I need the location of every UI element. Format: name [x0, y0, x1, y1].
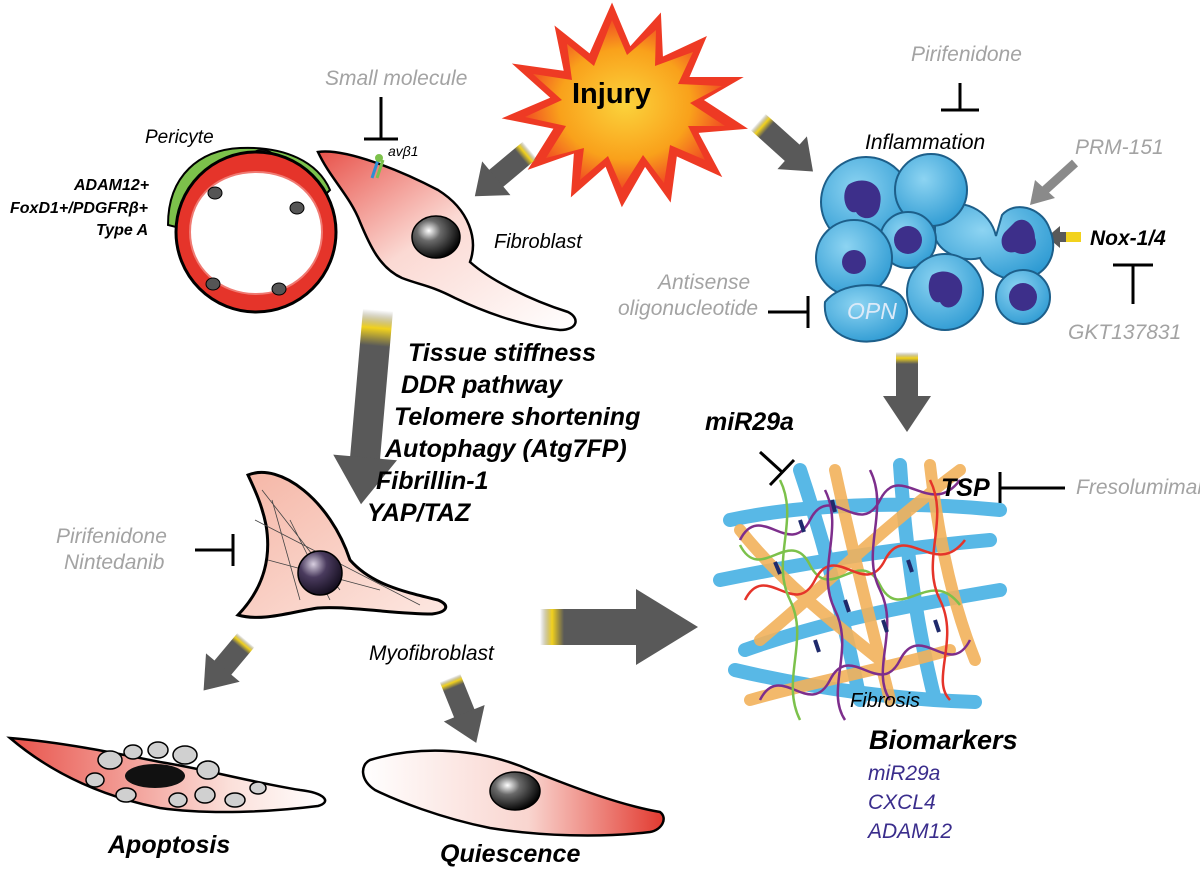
inhibitor-small-molecule	[364, 97, 398, 141]
fibroblast-cell	[316, 150, 577, 332]
mechanism-4: Autophagy (Atg7FP)	[385, 435, 627, 463]
arrow-inflammation-to-fibrosis	[883, 352, 931, 432]
myofibroblast-cell	[235, 471, 448, 619]
arrow-myofibroblast-to-apoptosis	[203, 632, 255, 691]
inhibitor-mir29a	[758, 450, 796, 487]
apoptotic-cell	[6, 736, 327, 814]
inhibitor-antisense	[768, 296, 810, 328]
myofibroblast-drug-2: Nintedanib	[64, 551, 165, 574]
inflammatory-cells	[815, 153, 1055, 343]
injury-label: Injury	[572, 78, 651, 110]
inhibitor-gkt	[1113, 263, 1153, 304]
mechanism-6: YAP/TAZ	[367, 499, 471, 527]
arrow-nox	[1047, 226, 1081, 248]
inhibitor-myofibroblast-drugs	[195, 534, 235, 566]
biomarkers-title: Biomarkers	[869, 725, 1018, 755]
fresolumimab-label: Fresolumimab	[1076, 476, 1200, 499]
arrow-myofibroblast-to-quiescence	[439, 673, 485, 743]
biomarker-item-3: ADAM12	[868, 820, 953, 843]
small-molecule-label: Small molecule	[325, 67, 468, 90]
arrow-injury-to-fibroblast	[474, 141, 538, 197]
mechanism-3: Telomere shortening	[394, 403, 641, 431]
mechanism-1: Tissue stiffness	[408, 339, 597, 367]
pericyte-marker-2: FoxD1+/PDGFRβ+	[10, 200, 148, 217]
injury-starburst	[501, 2, 748, 208]
fibrosis-label: Fibrosis	[850, 690, 921, 712]
myofibroblast-label: Myofibroblast	[369, 642, 494, 665]
arrow-fibroblast-to-myofibroblast	[333, 308, 397, 505]
mechanism-2: DDR pathway	[401, 371, 563, 399]
quiescent-cell	[361, 749, 665, 837]
pericyte-label: Pericyte	[145, 127, 214, 148]
pericyte-vessel	[166, 146, 338, 314]
arrow-injury-to-inflammation	[750, 113, 813, 172]
nox-label: Nox-1/4	[1090, 227, 1166, 250]
opn-label: OPN	[847, 298, 897, 324]
inflammation-label: Inflammation	[865, 131, 986, 154]
quiescence-label: Quiescence	[440, 840, 581, 868]
gkt-label: GKT137831	[1068, 321, 1182, 344]
tsp-label: TSP	[941, 474, 990, 502]
pericyte-marker-3: Type A	[96, 222, 149, 239]
mir29a-target-label: miR29a	[705, 408, 794, 436]
integrin-label: avβ1	[388, 143, 419, 159]
biomarker-item-1: miR29a	[868, 762, 941, 785]
pericyte-marker-1: ADAM12+	[74, 177, 150, 194]
fibrosis-matrix	[713, 458, 1007, 721]
inhibitor-pirfenidone-top	[941, 83, 979, 112]
arrow-myofibroblast-to-fibrosis	[540, 589, 698, 665]
antisense-label-1: Antisense	[658, 271, 751, 294]
apoptosis-label: Apoptosis	[108, 831, 231, 859]
myofibroblast-drug-1: Pirifenidone	[56, 525, 167, 548]
biomarker-item-2: CXCL4	[868, 791, 936, 814]
pirfenidone-top-label: Pirifenidone	[911, 43, 1022, 66]
fibroblast-label: Fibroblast	[494, 231, 582, 253]
mechanism-5: Fibrillin-1	[376, 467, 489, 495]
inhibitor-fresolumimab	[998, 472, 1065, 504]
antisense-label-2: oligonucleotide	[618, 297, 759, 320]
prm151-label: PRM-151	[1075, 136, 1164, 159]
arrow-prm151	[1030, 159, 1079, 205]
